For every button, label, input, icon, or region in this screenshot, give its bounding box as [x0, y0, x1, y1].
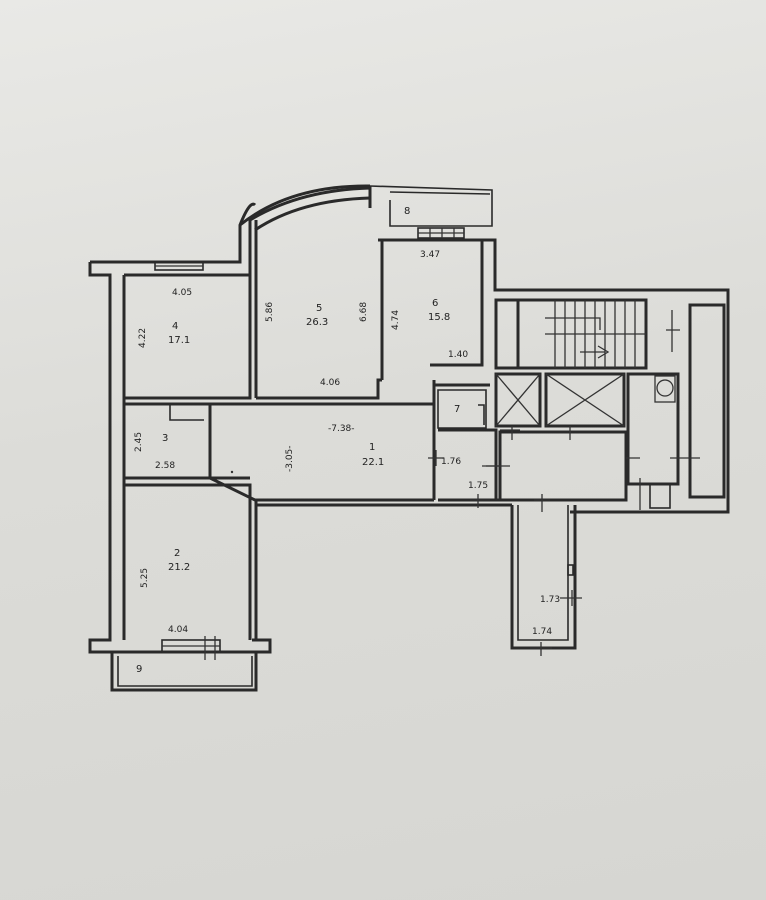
walls [88, 184, 730, 654]
dim-room6-bottom: 1.40 [448, 350, 468, 360]
windows [154, 227, 465, 660]
dim-hall-width: -7.38- [328, 424, 355, 434]
dim-room5-left: 5.86 [265, 302, 275, 322]
room-3-number: 3 [162, 433, 168, 444]
dim-room2-height: 5.25 [140, 568, 150, 588]
room-8-number: 8 [404, 206, 410, 217]
door-marks [230, 429, 582, 656]
dim-room6-height: 4.74 [391, 310, 401, 330]
room-2-area: 21.2 [168, 562, 190, 573]
dim-room2-width: 4.04 [168, 625, 188, 635]
room-1-number: 1 [369, 442, 375, 453]
dim-hall-height: -3.05- [285, 445, 295, 472]
dim-storage-height: 1.73 [540, 595, 560, 605]
dimension-labels: 4.05 4.22 5.86 6.68 4.06 3.47 4.74 1.40 … [134, 250, 560, 637]
stairwell [494, 298, 726, 499]
dim-room4-width: 4.05 [172, 288, 192, 298]
room-5-number: 5 [316, 303, 322, 314]
room-4-area: 17.1 [168, 335, 190, 346]
dim-corridor-width: 1.75 [468, 481, 488, 491]
dim-room6-width: 3.47 [420, 250, 440, 260]
elevators [486, 372, 700, 510]
room-6-number: 6 [432, 298, 438, 309]
dim-storage-width: 1.74 [532, 627, 552, 637]
dim-corridor-height: 1.76 [441, 457, 461, 467]
room-2-number: 2 [174, 548, 180, 559]
dim-room3-width: 2.58 [155, 461, 175, 471]
dim-room5-width: 4.06 [320, 378, 340, 388]
balcony-9 [110, 652, 258, 692]
room-9-number: 9 [136, 664, 142, 675]
dim-room3-height: 2.45 [134, 432, 144, 452]
room-5-area: 26.3 [306, 317, 328, 328]
room-7-number: 7 [454, 404, 460, 415]
room-labels: 4 17.1 5 26.3 6 15.8 3 1 22.1 2 21.2 7 8… [136, 206, 460, 675]
room-1-area: 22.1 [362, 457, 384, 468]
room-4-number-real: 4 [172, 321, 178, 332]
dim-room4-height: 4.22 [138, 328, 148, 348]
dim-room5-right: 6.68 [359, 302, 369, 322]
room-6-area: 15.8 [428, 312, 450, 323]
